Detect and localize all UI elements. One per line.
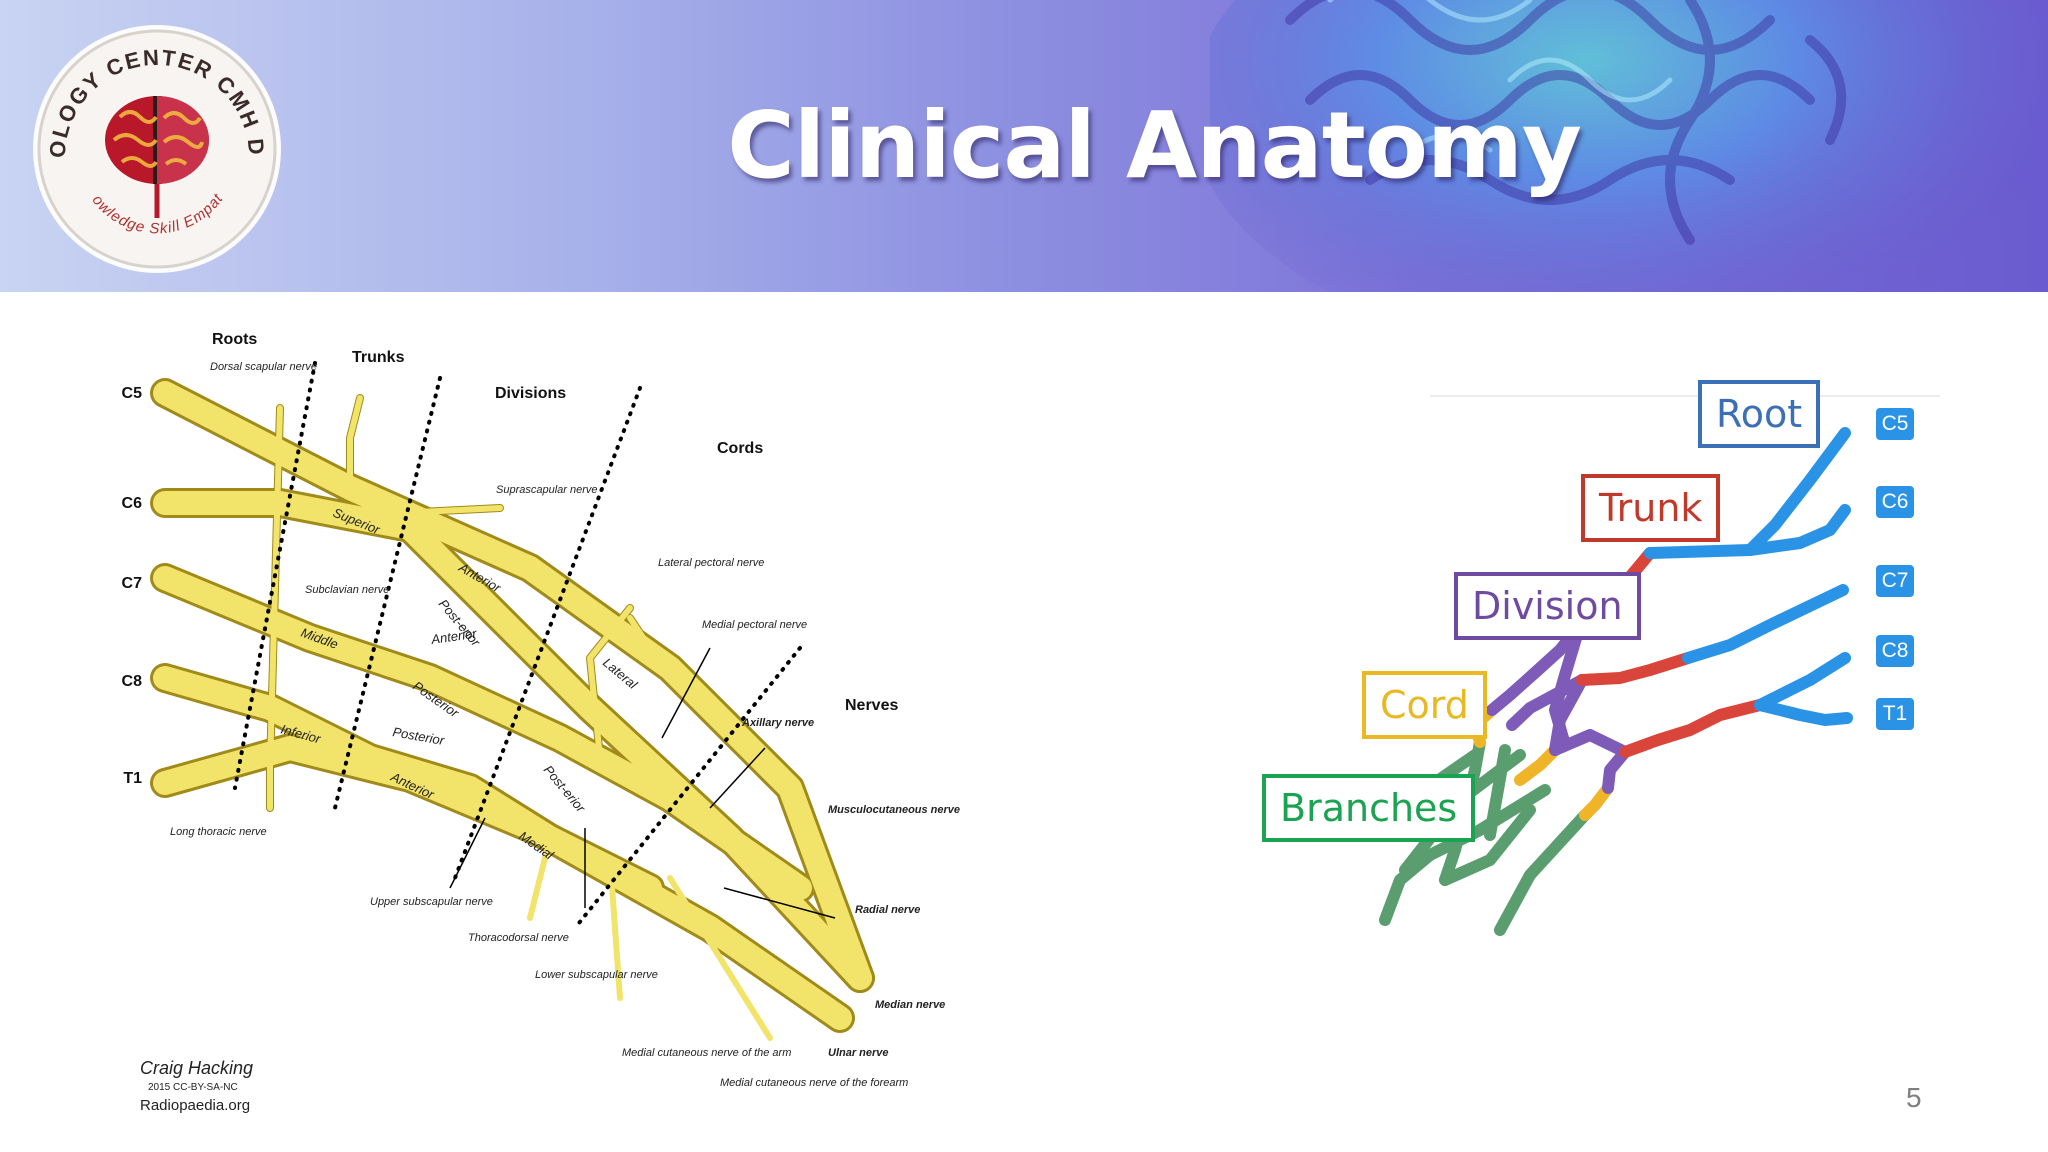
lateral-pectoral-label: Lateral pectoral nerve [658,557,764,569]
lower-subscapular-label: Lower subscapular nerve [535,969,658,981]
median-label: Median nerve [875,999,945,1011]
ulnar-label: Ulnar nerve [828,1047,889,1059]
root-label-c5: C5 [122,385,143,402]
root-label-c8: C8 [122,673,143,690]
credit-author: Craig Hacking [140,1058,253,1078]
cord-label-box: Cord [1362,671,1487,739]
suprascapular-label: Suprascapular nerve [496,484,598,496]
division-segments [1486,619,1631,794]
root-tag-t1: T1 [1876,698,1914,730]
roots-trunks-boundary [233,361,317,790]
trunks-divisions-boundary [333,376,442,810]
long-thoracic-label: Long thoracic nerve [170,826,267,838]
trunks-heading: Trunks [352,349,405,366]
root-tag-c8: C8 [1876,635,1914,667]
branches-label-box: Branches [1262,774,1476,842]
neurology-center-logo: NEUROLOGY CENTER CMH DHAKA Knowledge Ski… [21,2,284,276]
medial-cutaneous-arm-label: Medial cutaneous nerve of the arm [622,1047,791,1059]
trunk-label-box: Trunk [1581,474,1721,542]
brain-icon [105,96,209,218]
root-label-c6: C6 [122,495,143,512]
medial-pectoral-label: Medial pectoral nerve [702,619,807,631]
root-label-box: Root [1698,380,1821,448]
radial-label: Radial nerve [855,904,920,916]
slide-title: Clinical Anatomy [727,92,1582,199]
divisions-cords-boundary [453,386,642,880]
credit-license: 2015 CC-BY-SA-NC [148,1082,238,1093]
root-tag-c7: C7 [1876,565,1914,597]
root-label-t1: T1 [123,770,142,787]
page-number: 5 [1906,1082,1922,1113]
root-tag-c5: C5 [1876,408,1914,440]
subclavian-label: Subclavian nerve [305,584,389,596]
axillary-label: Axillary nerve [741,717,814,729]
plexus-roots-trunks [153,381,872,1030]
root-label-c7: C7 [122,575,143,592]
roots-heading: Roots [212,331,257,348]
medial-cutaneous-forearm-label: Medial cutaneous nerve of the forearm [720,1077,908,1089]
cord-label-text: Cord [1380,683,1469,727]
cords-heading: Cords [717,440,763,457]
trunk-label-text: Trunk [1599,486,1703,530]
division-label-box: Division [1454,572,1641,640]
cords-nerves-boundary [573,646,802,930]
brain-background-image [1210,0,2048,292]
brachial-plexus-illustration: Roots Trunks Divisions Cords Nerves C5 C… [110,318,990,1133]
nerves-heading: Nerves [845,697,898,714]
posterior-division-inferior-label: Posterior [391,724,445,748]
anterior-division-middle-label: Anterior [429,626,478,647]
root-segments [1644,427,1853,726]
branches-label-text: Branches [1280,786,1458,830]
musculocutaneous-label: Musculocutaneous nerve [828,804,960,816]
thoracodorsal-label: Thoracodorsal nerve [468,932,569,944]
slide-header: NEUROLOGY CENTER CMH DHAKA Knowledge Ski… [0,0,2048,292]
divisions-heading: Divisions [495,385,566,402]
division-label-text: Division [1472,584,1623,628]
upper-subscapular-label: Upper subscapular nerve [370,896,493,908]
root-label-text: Root [1716,392,1803,436]
credit-site: Radiopaedia.org [140,1097,250,1114]
root-tag-c6: C6 [1876,486,1914,518]
posterior-cord-label: Post-erior [541,762,589,815]
dorsal-scapular-label: Dorsal scapular nerve [210,361,317,373]
